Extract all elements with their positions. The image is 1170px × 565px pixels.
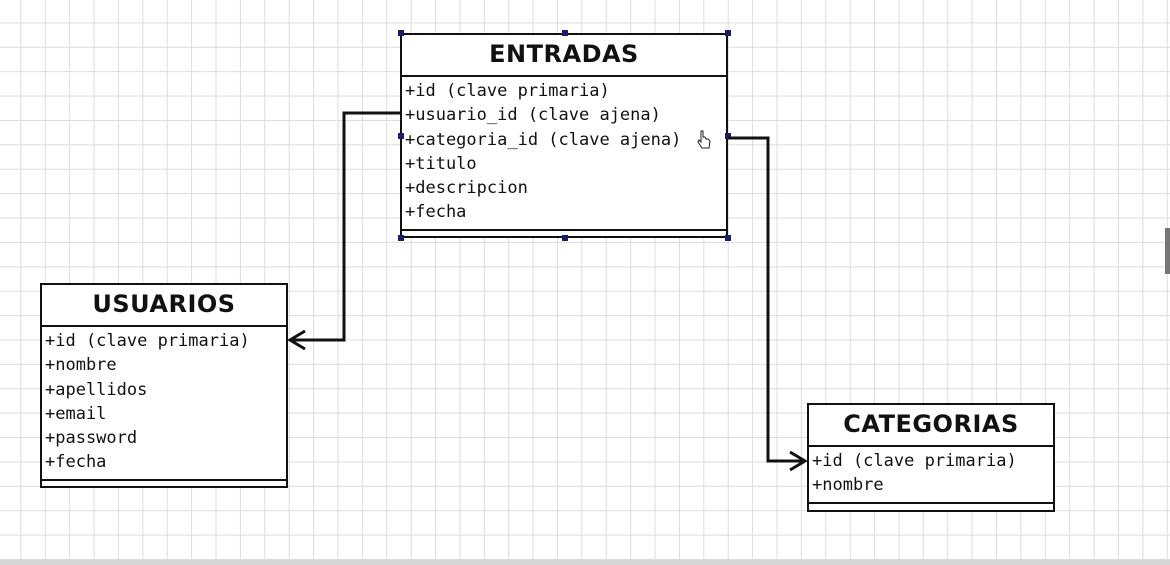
resize-handle-bottom-right[interactable]: [725, 235, 731, 241]
resize-handle-bottom-left[interactable]: [398, 235, 404, 241]
attribute-row: +id (clave primaria): [45, 331, 250, 351]
entity-entradas[interactable]: ENTRADAS +id (clave primaria) +usuario_i…: [400, 33, 728, 238]
entity-title: ENTRADAS: [402, 35, 726, 77]
attribute-row: +id (clave primaria): [812, 451, 1017, 471]
scrollbar-edge[interactable]: [1165, 228, 1170, 274]
entity-usuarios[interactable]: USUARIOS +id (clave primaria) +nombre +a…: [40, 283, 288, 488]
attribute-row: +password: [45, 428, 138, 449]
relation-categoria-line: [728, 136, 805, 463]
attribute-row: +categoria_id (clave ajena): [405, 129, 682, 150]
resize-handle-top-left[interactable]: [398, 30, 404, 36]
resize-handle-top-right[interactable]: [725, 30, 731, 36]
entity-attributes: +id (clave primaria) +nombre +apellidos …: [42, 327, 286, 481]
entity-title: CATEGORIAS: [809, 405, 1053, 447]
attribute-row: +fecha: [405, 202, 467, 223]
relation-usuario-arrowhead: [287, 329, 306, 351]
attribute-row: +id (clave primaria): [405, 81, 610, 101]
entity-attributes: +id (clave primaria) +usuario_id (clave …: [402, 77, 726, 231]
hand-cursor-icon: [697, 130, 711, 149]
attribute-row: +nombre: [812, 475, 884, 496]
attribute-row: +apellidos: [45, 379, 148, 400]
entity-title: USUARIOS: [42, 285, 286, 327]
horizontal-scrollbar[interactable]: [0, 560, 1170, 565]
relation-usuario-line: [290, 111, 400, 342]
resize-handle-bottom[interactable]: [562, 235, 568, 241]
resize-handle-right[interactable]: [725, 133, 731, 139]
attribute-row: +usuario_id (clave ajena): [405, 105, 661, 126]
attribute-row: +fecha: [45, 452, 107, 473]
attribute-row: +nombre: [45, 355, 117, 376]
resize-handle-left[interactable]: [398, 133, 404, 139]
entity-attributes: +id (clave primaria) +nombre: [809, 447, 1053, 504]
attribute-row: +email: [45, 403, 107, 424]
attribute-row: +titulo: [405, 153, 477, 174]
resize-handle-top[interactable]: [562, 30, 568, 36]
entity-categorias[interactable]: CATEGORIAS +id (clave primaria) +nombre: [807, 403, 1055, 512]
attribute-row: +descripcion: [405, 178, 528, 199]
relation-categoria-arrowhead: [789, 450, 808, 472]
